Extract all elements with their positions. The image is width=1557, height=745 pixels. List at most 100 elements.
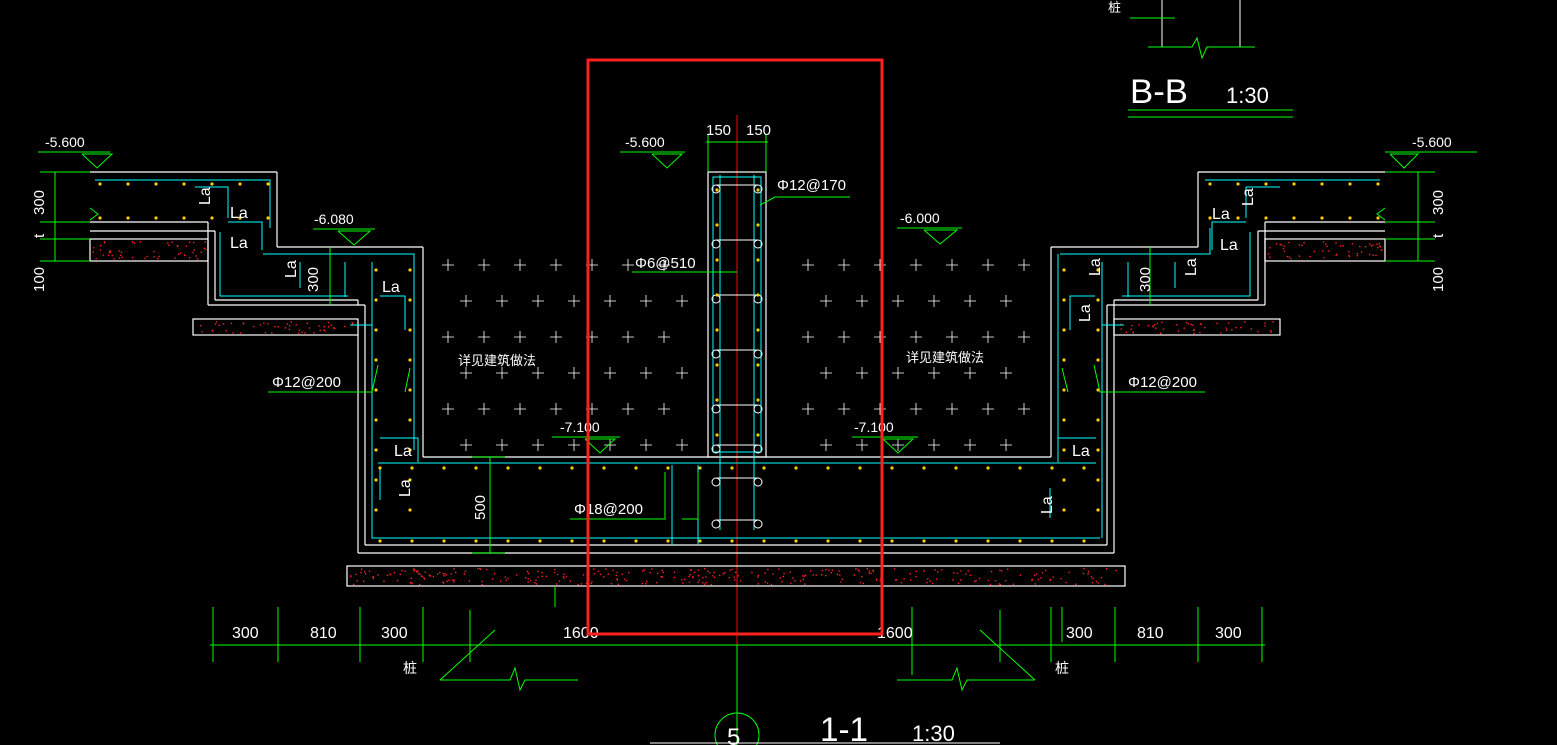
- hatch-dot: [1199, 331, 1201, 334]
- hatch-dot: [463, 573, 465, 575]
- hatch-dot: [1152, 325, 1154, 327]
- hatch-dot: [1348, 251, 1350, 253]
- rebar-dot: [474, 539, 478, 543]
- hatch-dot: [909, 573, 911, 575]
- hatch-dot: [351, 322, 353, 324]
- hatch-dot: [93, 247, 95, 249]
- hatch-dot: [1034, 583, 1037, 585]
- hatch-dot: [1335, 242, 1337, 244]
- hatch-dot: [214, 323, 217, 325]
- hatch-dot: [802, 578, 805, 580]
- hatch-dot: [859, 581, 862, 584]
- hatch-dot: [364, 573, 367, 575]
- plus-marker: [496, 439, 508, 451]
- la-labels-rotated: La La La La La La La La: [197, 187, 1257, 514]
- rebar-dot: [374, 268, 378, 272]
- hatch-dot: [318, 325, 320, 327]
- hatch-dot: [975, 580, 977, 582]
- hatch-dot: [838, 570, 840, 572]
- rebar-wall-top: Φ12@170: [777, 177, 846, 194]
- hatch-dot: [872, 570, 874, 573]
- hatch-dot: [616, 579, 618, 581]
- rebar-dot: [538, 539, 542, 543]
- hatch-dot: [481, 583, 483, 586]
- plus-marker: [1000, 439, 1012, 451]
- rebar-dot: [506, 466, 510, 470]
- hatch-dot: [1286, 255, 1288, 258]
- rebar-side-left: Φ12@200: [272, 374, 341, 391]
- plus-marker: [622, 259, 634, 271]
- dim-span-right: 1600: [877, 625, 913, 642]
- hatch-dot: [857, 569, 859, 571]
- la-label: La: [1183, 258, 1200, 276]
- hatch-dot: [240, 332, 242, 334]
- hatch-dot: [1068, 571, 1070, 574]
- rebar-dot: [756, 293, 760, 297]
- dim-slab-t-left: t: [31, 233, 48, 238]
- la-label: La: [1039, 496, 1056, 514]
- hatch-dot: [424, 578, 426, 580]
- hatch-dot: [486, 568, 488, 571]
- hatch-dot: [615, 574, 618, 577]
- hatch-dot: [364, 570, 366, 573]
- plus-marker: [496, 367, 508, 379]
- rebar-dot: [715, 363, 719, 367]
- hatch-dot: [1125, 331, 1128, 333]
- hatch-dot: [893, 568, 896, 570]
- rebar-dot: [570, 466, 574, 470]
- la-label: La: [197, 187, 214, 205]
- rebar-dot: [890, 539, 894, 543]
- hatch-dot: [200, 251, 202, 253]
- hatch-dot: [866, 568, 868, 570]
- rebar-dot: [826, 539, 830, 543]
- hatch-dot: [690, 569, 692, 571]
- hatch-dot: [710, 583, 712, 586]
- bottom-dims-right: 300 810 300: [1066, 625, 1242, 642]
- hatch-dot: [582, 574, 585, 576]
- rebar-bottom: Φ18@200: [574, 501, 643, 518]
- plus-marker: [1000, 367, 1012, 379]
- hatch-dot: [203, 247, 205, 249]
- plus-marker: [820, 367, 832, 379]
- rebar-dot: [1062, 328, 1066, 332]
- hatch-dot: [525, 577, 527, 579]
- hatch-dot: [803, 575, 805, 577]
- hatch-dot: [923, 570, 925, 572]
- rebar-dot: [408, 388, 412, 392]
- hatch-dot: [451, 579, 454, 581]
- hatch-dot: [420, 575, 423, 577]
- hatch-dot: [836, 573, 839, 576]
- la-label: La: [1212, 206, 1230, 223]
- hatch-dot: [153, 250, 155, 253]
- rebar-dot: [374, 328, 378, 332]
- hatch-dot: [327, 326, 330, 328]
- hatch-dot: [444, 573, 446, 575]
- hatch-dot: [377, 574, 379, 576]
- hatch-dot: [1161, 321, 1163, 323]
- hatch-dot: [698, 579, 700, 582]
- hatch-dot: [277, 326, 279, 328]
- hatch-dot: [1322, 250, 1324, 252]
- dim-slab-300-left: 300: [31, 190, 48, 215]
- dim-depth-500: 500: [472, 495, 489, 520]
- rebar-dot: [1096, 358, 1100, 362]
- hatch-dot: [468, 580, 470, 582]
- hatch-dot: [999, 583, 1002, 586]
- plus-marker: [856, 439, 868, 451]
- hatch-dot: [432, 575, 435, 578]
- la-label: La: [1077, 304, 1094, 322]
- hatch-dot: [372, 577, 375, 579]
- dim-left-300a: 300: [232, 625, 259, 642]
- elev-top-right: -5.600: [1412, 134, 1452, 150]
- hatch-dot: [704, 568, 706, 570]
- plus-marker: [550, 331, 562, 343]
- hatch-dot: [298, 332, 300, 334]
- hatch-dot: [222, 323, 225, 325]
- hatch-dot: [372, 576, 374, 578]
- hatch-dot: [333, 327, 335, 329]
- hatch-dot: [868, 570, 871, 572]
- hatch-dot: [120, 254, 122, 256]
- hatch-dot: [1323, 257, 1325, 259]
- rebar-dot: [1018, 466, 1022, 470]
- elev-bottom-left: -7.100: [560, 419, 600, 435]
